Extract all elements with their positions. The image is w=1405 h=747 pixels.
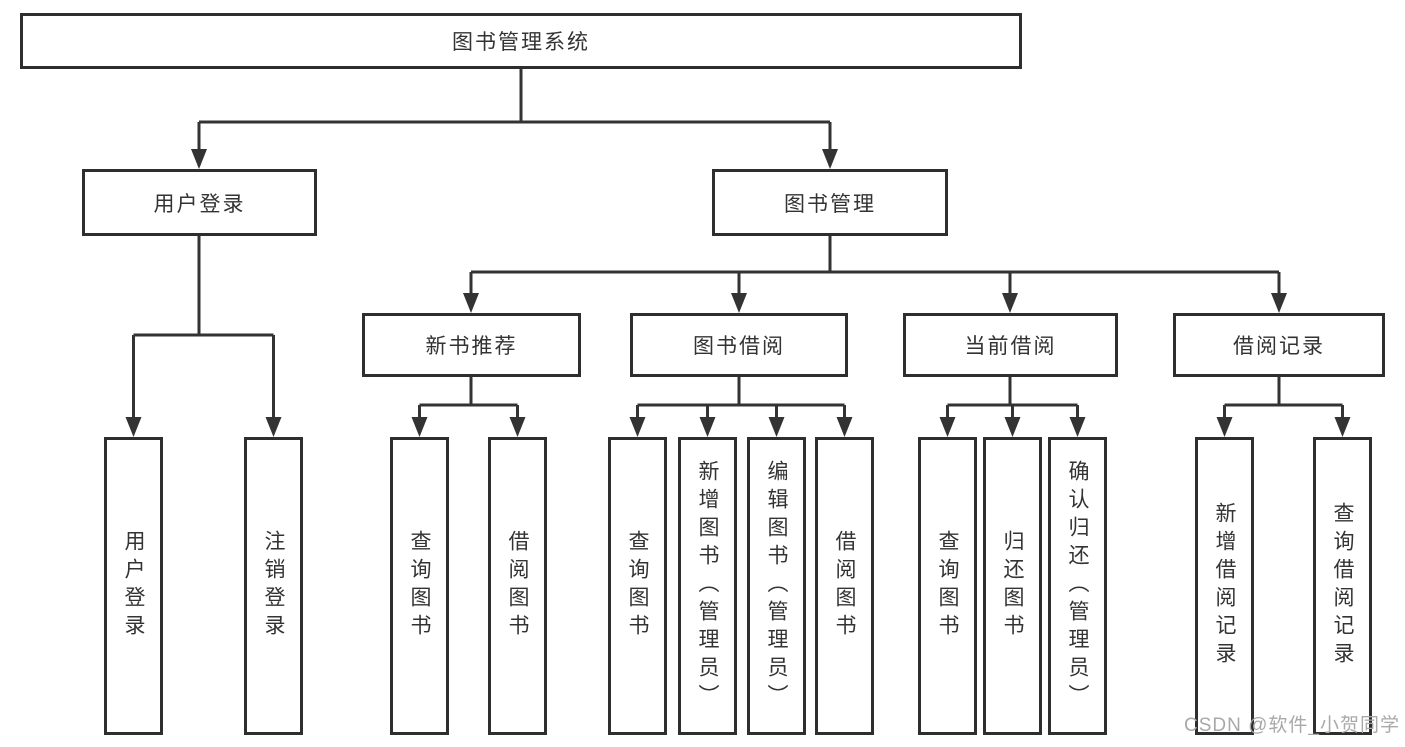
leaf-records-add-record: 新增借阅记录 xyxy=(1195,437,1254,735)
arrowhead-icon xyxy=(836,417,853,437)
connector-bookmgmt-to-level3 xyxy=(463,235,1287,313)
node-current-borrow: 当前借阅 xyxy=(903,313,1118,377)
arrowhead-icon xyxy=(125,417,142,437)
connector-userlogin-to-leaves xyxy=(125,235,282,437)
arrowhead-icon xyxy=(1334,417,1351,437)
connector-borrowrecords-to-leaves xyxy=(1216,376,1351,437)
leaf-records-query-record: 查询借阅记录 xyxy=(1313,437,1372,735)
node-borrow-records: 借阅记录 xyxy=(1173,313,1385,377)
arrowhead-icon xyxy=(191,149,207,169)
arrowhead-icon xyxy=(699,417,716,437)
node-book-borrow: 图书借阅 xyxy=(630,313,848,377)
arrowhead-icon xyxy=(822,149,838,169)
arrowhead-icon xyxy=(463,293,479,313)
connector-line xyxy=(197,68,832,166)
node-root-library-system: 图书管理系统 xyxy=(20,13,1022,69)
connector-line xyxy=(132,235,275,433)
leaf-logout: 注销登录 xyxy=(244,437,303,735)
arrowhead-icon xyxy=(1002,293,1018,313)
leaf-current-return-book: 归还图书 xyxy=(983,437,1042,735)
leaf-current-confirm-return-admin: 确认归还（管理员） xyxy=(1048,437,1107,735)
connector-bookborrow-to-leaves xyxy=(629,376,853,437)
leaf-current-query-book: 查询图书 xyxy=(918,437,977,735)
arrowhead-icon xyxy=(768,417,785,437)
csdn-watermark: CSDN @软件_小贺同学 xyxy=(1184,715,1400,736)
arrowhead-icon xyxy=(1069,417,1086,437)
leaf-borrow-borrow-book: 借阅图书 xyxy=(815,437,874,735)
arrowhead-icon xyxy=(509,417,526,437)
arrowhead-icon xyxy=(629,417,646,437)
arrowhead-icon xyxy=(265,417,282,437)
leaf-borrow-edit-book-admin: 编辑图书（管理员） xyxy=(747,437,806,735)
connector-root-to-level2 xyxy=(191,68,838,169)
node-new-book-recommend: 新书推荐 xyxy=(362,313,581,377)
connector-line xyxy=(636,376,846,433)
node-book-management-group: 图书管理 xyxy=(712,169,948,236)
connector-newbookrec-to-leaves xyxy=(411,376,526,437)
arrowhead-icon xyxy=(1271,293,1287,313)
arrowhead-icon xyxy=(411,417,428,437)
leaf-borrow-query-book: 查询图书 xyxy=(608,437,667,735)
node-user-login-group: 用户登录 xyxy=(82,169,317,236)
leaf-borrow-add-book-admin: 新增图书（管理员） xyxy=(678,437,737,735)
connector-line xyxy=(469,235,1281,309)
arrowhead-icon xyxy=(939,417,956,437)
leaf-newrec-query-book: 查询图书 xyxy=(390,437,449,735)
arrowhead-icon xyxy=(1216,417,1233,437)
connector-line xyxy=(418,376,519,433)
arrowhead-icon xyxy=(1004,417,1021,437)
arrowhead-icon xyxy=(731,293,747,313)
leaf-user-login: 用户登录 xyxy=(104,437,163,735)
connector-line xyxy=(1223,376,1344,433)
leaf-newrec-borrow-book: 借阅图书 xyxy=(488,437,547,735)
connector-currentborrow-to-leaves xyxy=(939,376,1086,437)
